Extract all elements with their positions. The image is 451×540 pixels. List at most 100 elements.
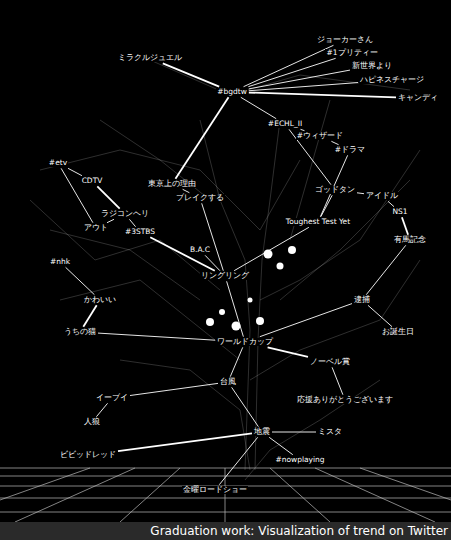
trend-word: ワールドカップ xyxy=(217,338,273,347)
trend-word: #ウィザード xyxy=(297,132,343,141)
trend-label: キャンディ xyxy=(397,94,439,103)
trend-label: 東京上の理由 xyxy=(147,180,197,189)
trend-word: リングリング xyxy=(201,272,249,281)
trend-word: アウト xyxy=(84,224,108,233)
floor-grid xyxy=(0,468,451,522)
trend-link xyxy=(272,432,316,433)
trend-label: #1プリティー xyxy=(325,49,378,58)
trend-link xyxy=(402,217,408,234)
trend-label: お誕生日 xyxy=(381,328,415,337)
trend-label: 新世界より xyxy=(351,62,393,71)
trend-label: ノーベル賞 xyxy=(309,358,351,367)
trend-label: ミラクルジュエル xyxy=(117,54,183,63)
trend-link xyxy=(244,45,334,86)
trend-link xyxy=(227,281,244,336)
trend-label: ビビッドレッド xyxy=(59,451,117,460)
trend-label: 逮捕 xyxy=(353,296,371,305)
trend-link xyxy=(321,195,332,216)
trend-word: #bgdtw xyxy=(217,88,247,97)
trend-link xyxy=(234,227,309,270)
trend-word: #3STBS xyxy=(125,228,155,237)
trend-link xyxy=(175,97,228,178)
trend-label: #bgdtw xyxy=(216,88,248,97)
trend-word: Toughest Test Yet xyxy=(286,218,350,227)
trend-label: 応援ありがとうございます xyxy=(296,396,394,405)
trend-label: 有馬記念 xyxy=(393,236,427,245)
trend-word: 逮捕 xyxy=(354,296,370,305)
trend-label: #ECHL_II xyxy=(267,120,303,129)
trend-word: ブレイクする xyxy=(176,194,224,203)
trend-link xyxy=(183,189,190,192)
trend-word: #nowplaying xyxy=(275,456,324,465)
trend-word: #etv xyxy=(49,159,67,168)
trend-link xyxy=(130,383,218,395)
trend-word: ゴッドタン xyxy=(315,186,355,195)
trend-label: B.A.C xyxy=(189,246,211,255)
trend-word: 新世界より xyxy=(352,62,392,71)
faint-trend-lines xyxy=(30,60,420,480)
trend-link xyxy=(96,403,107,416)
trend-label: NS1 xyxy=(391,208,408,217)
trend-label: ミスタ xyxy=(317,428,343,437)
trend-word: ラジコンヘリ xyxy=(101,210,149,219)
trend-link xyxy=(269,437,293,454)
trend-word: NS1 xyxy=(392,208,407,217)
trend-link xyxy=(163,63,219,86)
trend-word: アイドル xyxy=(366,192,398,201)
trend-link xyxy=(249,83,358,91)
trend-label: ハピネスチャージ xyxy=(359,76,425,85)
trend-link xyxy=(232,387,259,426)
trend-link xyxy=(260,304,352,337)
trend-link xyxy=(249,93,396,98)
trend-link xyxy=(268,347,308,357)
trend-word: #ECHL_II xyxy=(268,120,302,129)
trend-label: ワールドカップ xyxy=(216,338,274,347)
trend-link xyxy=(248,58,335,86)
trend-link xyxy=(83,305,96,326)
trend-label: リングリング xyxy=(200,272,250,281)
trend-link xyxy=(98,333,215,340)
trend-link xyxy=(68,168,82,175)
trend-word: ビビッドレッド xyxy=(60,451,116,460)
trend-label: うちの猫 xyxy=(63,328,97,337)
trend-word: 応援ありがとうございます xyxy=(297,396,393,405)
trend-word: 地震 xyxy=(254,428,270,437)
trend-link xyxy=(205,255,220,270)
trend-link xyxy=(249,70,350,89)
trend-link xyxy=(66,267,95,294)
trend-word: 金曜ロードショー xyxy=(183,486,247,495)
trend-label: イーブイ xyxy=(95,394,129,403)
trend-word: B.A.C xyxy=(190,246,210,255)
trend-link xyxy=(107,219,114,222)
trend-label: ゴッドタン xyxy=(314,186,356,195)
trend-word: ジョーカーさん xyxy=(317,36,373,45)
trend-label: ジョーカーさん xyxy=(316,36,374,45)
trend-word: ノーベル賞 xyxy=(310,358,350,367)
trend-label: #ウィザード xyxy=(296,132,344,141)
trend-word: #1プリティー xyxy=(326,49,377,58)
trend-label: 人狼 xyxy=(83,418,101,427)
trend-link xyxy=(202,203,224,270)
trend-word: 人狼 xyxy=(84,418,100,427)
trend-link xyxy=(150,237,214,270)
trend-word: うちの猫 xyxy=(64,328,96,337)
trend-label: #3STBS xyxy=(124,228,156,237)
trend-label: #nhk xyxy=(49,258,71,267)
trend-label: #etv xyxy=(48,159,68,168)
trend-word: キャンディ xyxy=(398,94,438,103)
trend-link xyxy=(230,347,242,376)
trend-label: ラジコンヘリ xyxy=(100,210,150,219)
trend-label: CDTV xyxy=(81,177,104,186)
trend-link xyxy=(241,97,276,118)
trend-word: ミラクルジュエル xyxy=(118,54,182,63)
caption: Graduation work: Visualization of trend … xyxy=(0,522,451,540)
trend-link xyxy=(388,201,394,206)
trend-link xyxy=(331,141,338,144)
trend-word: イーブイ xyxy=(96,394,128,403)
trend-link xyxy=(332,367,343,394)
trend-label: #nowplaying xyxy=(274,456,325,465)
trend-link xyxy=(129,219,135,226)
trend-word: #nhk xyxy=(50,258,70,267)
trend-word: ハピネスチャージ xyxy=(360,76,424,85)
trend-word: #ドラマ xyxy=(335,146,365,155)
